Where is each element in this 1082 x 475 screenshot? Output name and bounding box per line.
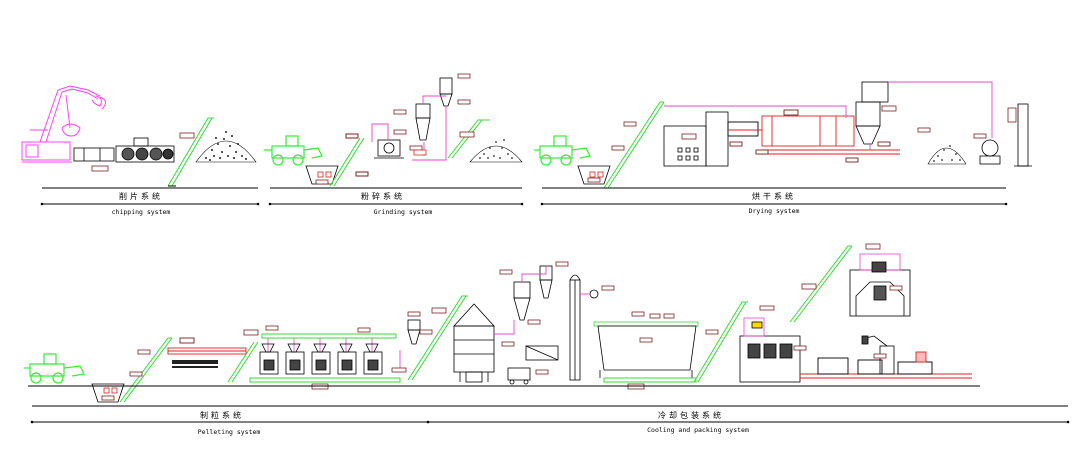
section-title-zh: 冷却包装系统 bbox=[658, 410, 724, 420]
stack-icon bbox=[1007, 103, 1032, 167]
pellet-collect-line bbox=[249, 377, 401, 383]
loader-icon bbox=[264, 135, 323, 166]
section-title-zh: 削片系统 bbox=[119, 191, 163, 201]
section-title-en: Grinding system bbox=[374, 208, 433, 216]
section-title-zh: 烘干系统 bbox=[752, 191, 796, 201]
furnace bbox=[663, 111, 729, 167]
induced-draft-fan bbox=[973, 133, 1001, 165]
cooling-duct bbox=[494, 266, 547, 335]
section-title-zh: 制粒系统 bbox=[200, 410, 244, 420]
packing-machine-icon bbox=[739, 305, 807, 383]
section-title-zh: 粉碎系统 bbox=[361, 191, 405, 201]
screw-conveyor bbox=[167, 337, 247, 368]
feed-hopper bbox=[305, 165, 339, 185]
grinding-duct bbox=[371, 95, 447, 161]
feed-hopper bbox=[91, 383, 125, 403]
dried-material-pile bbox=[927, 145, 967, 165]
cyclone-icon bbox=[499, 261, 569, 325]
section-title-en: Pelleting system bbox=[198, 428, 261, 436]
bin-discharge-conveyor bbox=[603, 377, 697, 383]
dryer-drum-icon bbox=[727, 109, 900, 163]
loader-icon bbox=[24, 353, 85, 384]
hammer-mill bbox=[374, 129, 423, 159]
conveyor-icon bbox=[167, 117, 214, 187]
section-title-en: Drying system bbox=[749, 207, 800, 215]
pellet-mill-icon bbox=[259, 325, 383, 375]
pellet-feed-line bbox=[261, 333, 397, 339]
drying-duct bbox=[664, 81, 993, 150]
bucket-elevator bbox=[569, 274, 615, 381]
feed-hopper bbox=[577, 165, 611, 185]
chips-pile bbox=[195, 131, 257, 163]
crane-icon bbox=[21, 85, 106, 163]
cyclone-icon bbox=[855, 81, 897, 145]
ton-bag-packer bbox=[849, 243, 911, 317]
finished-pellet-bin bbox=[593, 311, 699, 378]
cooler-icon bbox=[453, 303, 495, 383]
section-title-en: chipping system bbox=[112, 208, 171, 216]
vibrating-screen bbox=[501, 341, 559, 385]
loader-icon bbox=[534, 135, 591, 166]
palletizing-robot bbox=[861, 335, 895, 375]
chipper-machine bbox=[73, 137, 175, 172]
section-title-en: Cooling and packing system bbox=[647, 426, 749, 434]
cyclone-icon bbox=[407, 311, 433, 345]
ground-material-pile bbox=[469, 139, 523, 163]
